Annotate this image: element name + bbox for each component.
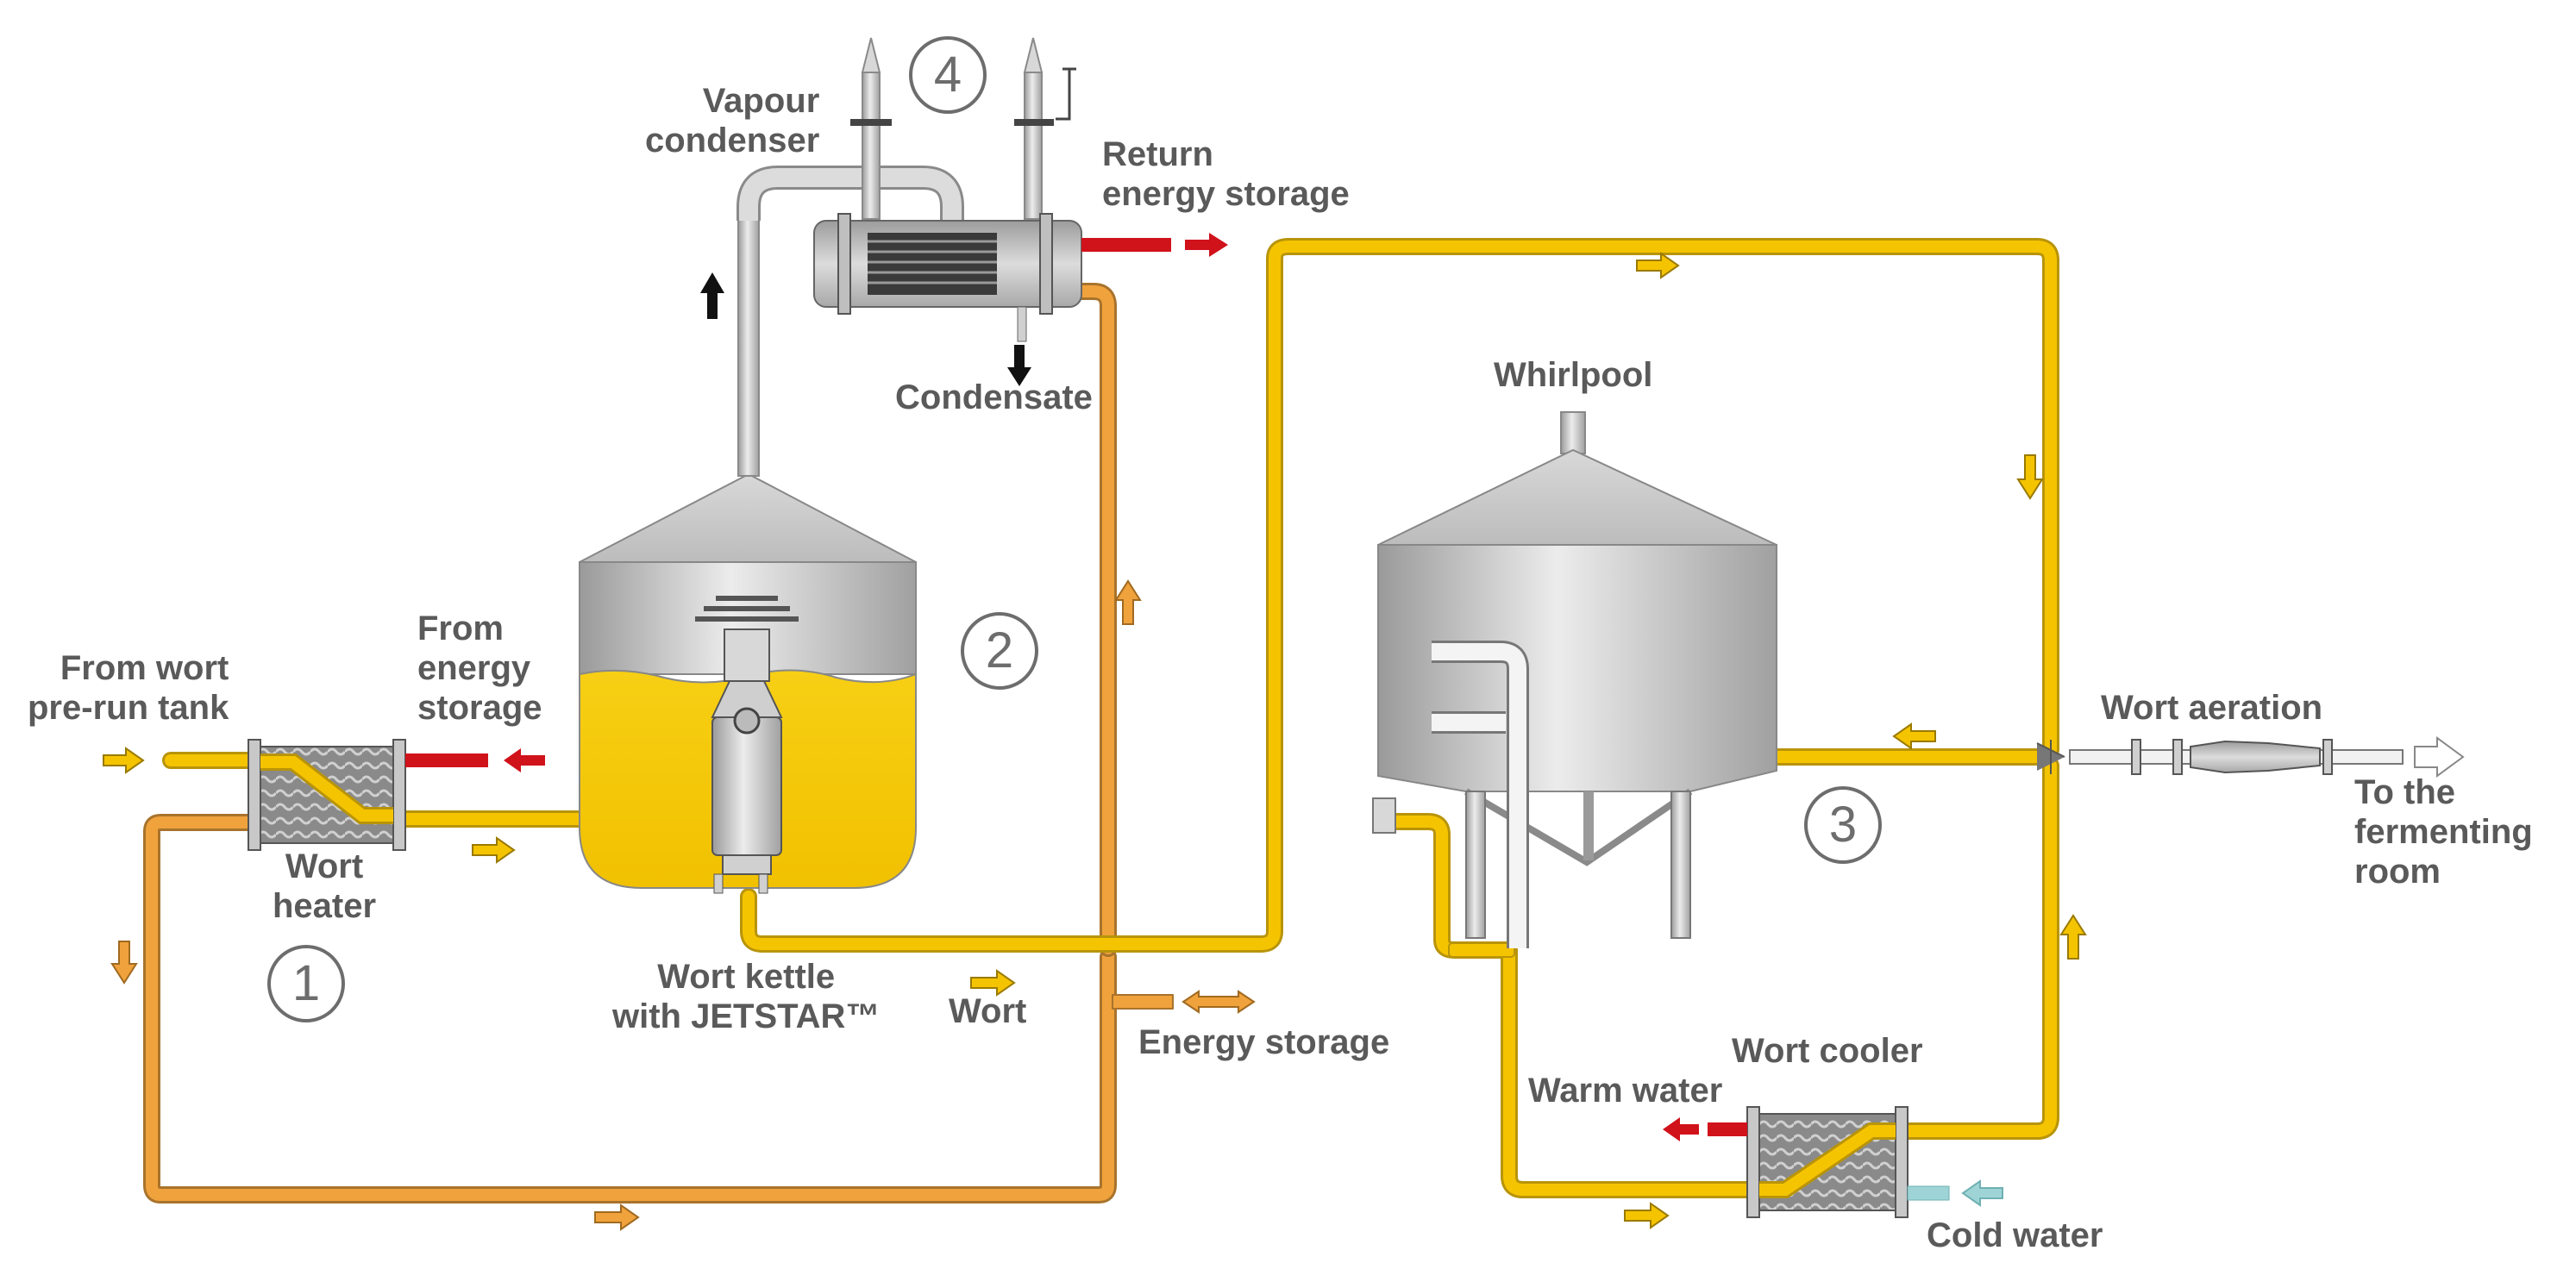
arrow-wort-heater-out (472, 836, 516, 864)
return-energy-pipe (1081, 238, 1171, 252)
from-energy-storage-label: From energy storage (417, 610, 542, 727)
flow-arrows (103, 233, 2087, 1231)
arrow-energy-down (110, 941, 138, 985)
vapour-condenser (736, 37, 1171, 342)
arrow-wort-up-right (2059, 914, 2087, 960)
condensate-label: Condensate (895, 378, 1093, 416)
step-number-4: 4 (909, 36, 987, 114)
to-fermenting-room-label: To the fermenting room (2354, 773, 2533, 891)
arrow-wort-bottom (970, 969, 1016, 997)
wort-heater (248, 739, 488, 851)
jetstar-device (711, 716, 782, 856)
wort-lines (162, 238, 2059, 1198)
wort-kettle (579, 216, 917, 894)
from-wort-prerun-tank-label: From wort pre-run tank (28, 649, 229, 727)
wort-aeration (2036, 736, 2465, 778)
arrow-vapour-up (700, 272, 724, 319)
wort-cooler (1708, 1106, 1950, 1218)
wort-kettle-label: Wort kettle with JETSTAR™ (612, 958, 881, 1035)
wort-cooler-label: Wort cooler (1732, 1032, 1923, 1070)
wort-label: Wort (949, 992, 1027, 1030)
arrow-from-energy-storage (504, 748, 545, 772)
hot-water-inlet-pipe (405, 753, 488, 767)
arrow-energy-bidirectional (1181, 990, 1256, 1014)
arrow-wort-to-whirlpool (1892, 722, 1936, 750)
wort-aeration-label: Wort aeration (2101, 689, 2323, 727)
energy-storage-label: Energy storage (1138, 1023, 1390, 1061)
cold-water-pipe (1907, 1185, 1950, 1201)
arrow-energy-up (1114, 579, 1142, 625)
cold-water-label: Cold water (1927, 1216, 2103, 1254)
arrow-condensate-down (1007, 345, 1031, 386)
whirlpool-label: Whirlpool (1494, 356, 1653, 394)
arrow-energy-bottom (594, 1204, 640, 1231)
warm-water-pipe (1708, 1122, 1747, 1136)
step-number-2: 2 (961, 612, 1038, 690)
arrow-wort-cooler-in (1624, 1202, 1670, 1229)
whirlpool (1372, 411, 1777, 948)
arrow-warm-water (1663, 1117, 1699, 1141)
arrow-cold-water (1961, 1179, 2003, 1207)
step-number-1: 1 (267, 945, 345, 1022)
arrow-wort-down-right (2016, 454, 2044, 500)
step-number-3: 3 (1804, 786, 1882, 864)
return-energy-storage-label: Return energy storage (1102, 135, 1350, 213)
arrow-return-energy (1185, 233, 1228, 257)
energy-storage-branch (1112, 994, 1174, 1010)
vapour-condenser-label: Vapour condenser (645, 82, 820, 159)
energy-storage-loop (143, 283, 1174, 1204)
arrow-wort-top (1636, 252, 1680, 279)
wort-heater-label: Wort heater (273, 847, 377, 925)
arrow-wort-inlet (103, 747, 145, 774)
warm-water-label: Warm water (1528, 1072, 1723, 1110)
